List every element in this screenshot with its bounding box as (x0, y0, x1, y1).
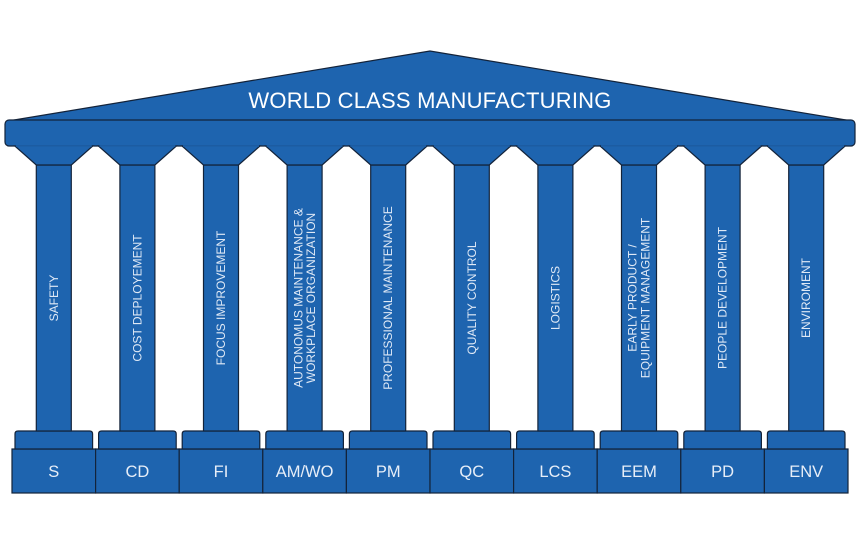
pillar: SAFETY S (11, 145, 97, 494)
pillar-base (680, 448, 765, 494)
pillar-capital (598, 145, 680, 166)
pillar-name-line: FOCUS IMPROVEMENT (214, 230, 228, 365)
pillar-name: FOCUS IMPROVEMENT (214, 230, 228, 365)
pillars: SAFETY S COST DEPLOYEMENT CD FOCUS IMPROVEME… (11, 145, 849, 494)
pillar-base (512, 448, 598, 494)
pillar-name: SAFETY (47, 275, 61, 322)
pillar-base (262, 448, 347, 494)
pillar: COST DEPLOYEMENT CD (94, 145, 180, 494)
pillar-abbreviation: S (48, 463, 59, 481)
pillar-abbreviation: FI (214, 463, 229, 481)
pillar-plinth (265, 430, 344, 450)
pillar-shaft (704, 164, 741, 432)
pillar-abbreviation: ENV (789, 463, 823, 481)
pillar-base (429, 448, 515, 494)
pillar: AUTONOMUS MAINTENANCE &WORKPLACE ORGANIZ… (262, 145, 347, 494)
pillar: PROFESSIONAL MAINTENANCE PM (345, 145, 431, 494)
pillar-capital (682, 145, 764, 166)
pillar-plinth (181, 430, 261, 450)
pillar-abbreviation: AM/WO (276, 463, 334, 481)
pillar-capital (347, 145, 429, 166)
pillar-name: ENVIROMENT (799, 257, 813, 338)
pillar-plinth (348, 430, 428, 450)
pillar-plinth (14, 430, 94, 450)
pillar: FOCUS IMPROVEMENT FI (178, 145, 264, 494)
pillar-name-line: QUALITY CONTROL (465, 241, 479, 354)
pillar-name-line: EARLY PRODUCT / (626, 244, 640, 352)
pillar-capital (180, 145, 262, 166)
diagram-title: WORLD CLASS MANUFACTURING (248, 88, 611, 113)
pillar-plinth (432, 430, 512, 450)
pillar-name-line: COST DEPLOYEMENT (130, 234, 144, 362)
pillar-name-line: AUTONOMUS MAINTENANCE & (291, 208, 305, 388)
pillar-name: EARLY PRODUCT /EQUIPMENT MANAGEMENT (626, 217, 653, 378)
pillar: PEOPLE DEVELOPMENT PD (680, 145, 765, 494)
pillar-name: AUTONOMUS MAINTENANCE &WORKPLACE ORGANIZ… (291, 208, 318, 388)
pillar: ENVIROMENT ENV (763, 145, 849, 494)
pillar-base (11, 448, 97, 494)
pillar-base (596, 448, 682, 494)
pillar-abbreviation: PM (376, 463, 401, 481)
pillar-base (763, 448, 849, 494)
pillar-name: COST DEPLOYEMENT (130, 234, 144, 362)
pillar-abbreviation: CD (125, 463, 149, 481)
pillar-plinth (98, 430, 177, 450)
pillar-shaft (286, 164, 323, 432)
pillar-name-line: LOGISTICS (548, 266, 562, 330)
pillar-name-line: EQUIPMENT MANAGEMENT (638, 217, 652, 378)
pillar-capital (96, 145, 178, 166)
pillar-capital (13, 145, 95, 166)
pillar: QUALITY CONTROL QC (429, 145, 515, 494)
pillar-capital (765, 145, 847, 166)
pillar-abbreviation: QC (459, 463, 484, 481)
pillar-abbreviation: PD (711, 463, 734, 481)
pillar-name: QUALITY CONTROL (465, 241, 479, 354)
pillar-shaft (537, 164, 574, 432)
pillar: LOGISTICS LCS (512, 145, 598, 494)
pillar-name-line: SAFETY (47, 275, 61, 322)
pillar-name: PEOPLE DEVELOPMENT (716, 226, 730, 369)
entablature-beam (4, 119, 856, 147)
pillar-plinth (683, 430, 762, 450)
pillar-name-line: PROFESSIONAL MAINTENANCE (381, 206, 395, 390)
pillar-abbreviation: LCS (539, 463, 571, 481)
pillar-shaft (119, 164, 156, 432)
pillar-capital (431, 145, 513, 166)
pillar-capital (264, 145, 346, 166)
pillar-name-line: ENVIROMENT (799, 257, 813, 338)
pillar-plinth (766, 430, 846, 450)
pillar-name-line: WORKPLACE ORGANIZATION (304, 213, 318, 383)
pillar-base (94, 448, 180, 494)
pillar-capital (514, 145, 596, 166)
pillar-name-line: PEOPLE DEVELOPMENT (716, 226, 730, 369)
pillar: EARLY PRODUCT /EQUIPMENT MANAGEMENT EEM (596, 145, 682, 494)
pillar-shaft (620, 164, 658, 432)
pillar-name: LOGISTICS (548, 266, 562, 330)
pillar-plinth (516, 430, 595, 450)
pillar-abbreviation: EEM (621, 463, 657, 481)
pillar-name: PROFESSIONAL MAINTENANCE (381, 206, 395, 390)
pillar-plinth (599, 430, 679, 450)
roof: WORLD CLASS MANUFACTURING (4, 50, 856, 147)
pillar-shaft (202, 164, 240, 432)
